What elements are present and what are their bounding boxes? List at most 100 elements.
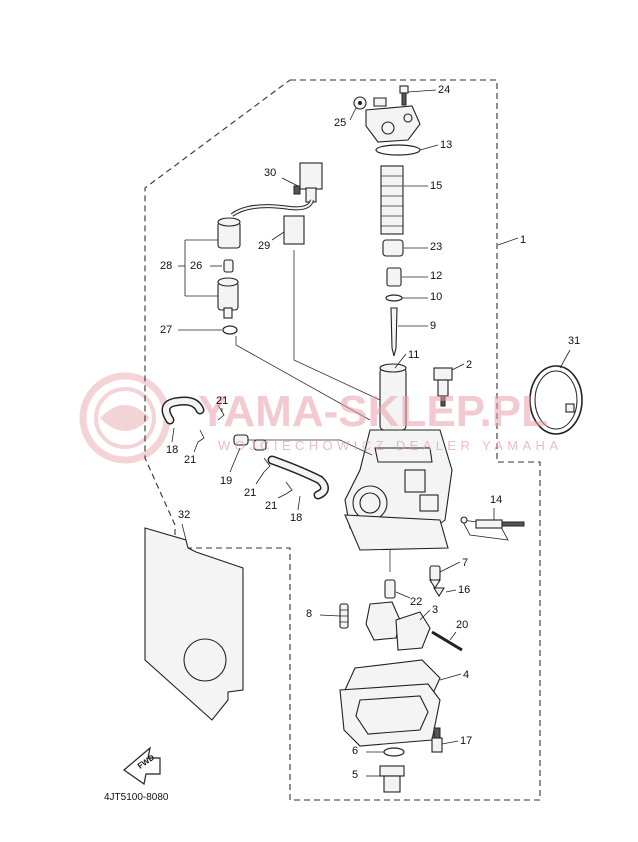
callout-13: 13: [440, 139, 452, 151]
part-22-jet: [384, 579, 396, 599]
part-11-slide: [379, 363, 407, 431]
watermark-logo: [79, 372, 171, 464]
leader-line-24: [407, 89, 437, 93]
leader-lines: [171, 89, 571, 777]
part-21-clip-d: [285, 481, 293, 495]
ghost-line-sensor: [293, 250, 381, 401]
leader-line-19: [229, 447, 241, 473]
callout-12: 12: [430, 270, 442, 282]
part-6-oring: [383, 747, 405, 757]
leader-line-20: [449, 631, 457, 641]
callout-32: 32: [178, 509, 190, 521]
callout-21: 21: [265, 500, 277, 512]
callout-7: 7: [462, 557, 468, 569]
callout-25: 25: [334, 117, 346, 129]
callout-18: 18: [166, 444, 178, 456]
leader-line-1: [497, 237, 519, 246]
part-5-plug: [379, 765, 405, 793]
part-16-washer: [433, 587, 445, 598]
part-32-filter-plate: [144, 527, 244, 721]
callout-2: 2: [466, 359, 472, 371]
callout-28: 28: [160, 260, 172, 272]
part-19-joint: [233, 434, 267, 451]
part-24-screw: [399, 85, 409, 106]
watermark-subtitle: WOJCIECHOWICZ DEALER YAMAHA: [218, 438, 558, 453]
callout-5: 5: [352, 769, 358, 781]
leader-line-30: [281, 177, 299, 187]
leader-line-2: [451, 363, 465, 371]
callout-20: 20: [456, 619, 468, 631]
callout-22: 22: [410, 596, 422, 608]
part-21-clip-c: [263, 457, 271, 473]
part-21-clip-b: [197, 429, 205, 443]
callout-18: 18: [290, 512, 302, 524]
callout-1: 1: [520, 234, 526, 246]
ghost-line-hoses: [240, 439, 373, 456]
part-20-pin: [431, 630, 463, 652]
watermark-title: YAMA-SKLEP.PL: [198, 387, 548, 436]
callout-30: 30: [264, 167, 276, 179]
callout-16: 16: [458, 584, 470, 596]
part-sensor-cap: [217, 217, 241, 249]
part-31-ring: [529, 365, 583, 435]
part-26-jet: [223, 259, 234, 273]
leader-line-17: [441, 740, 459, 745]
callout-labels: 1234567891011121314151617181819202121212…: [160, 84, 580, 781]
leader-line-4: [439, 673, 462, 681]
leader-line-25: [349, 107, 357, 121]
leader-line-3: [419, 609, 431, 621]
leader-line-7: [439, 561, 461, 573]
callout-9: 9: [430, 320, 436, 332]
part-top-cap: [365, 105, 421, 143]
carburetor-body: [344, 429, 453, 551]
part-2-screw: [433, 367, 453, 407]
part-14-screw-spring: [460, 516, 525, 541]
callout-21: 21: [216, 395, 228, 407]
ghost-line-27: [235, 336, 371, 421]
callout-23: 23: [430, 241, 442, 253]
callout-6: 6: [352, 745, 358, 757]
part-17-bolt: [431, 727, 443, 753]
part-12-clip-holder: [386, 267, 402, 287]
callout-26: 26: [190, 260, 202, 272]
leader-line-18: [297, 495, 301, 511]
callout-19: 19: [220, 475, 232, 487]
callout-11: 11: [408, 349, 419, 361]
assembly-dashed-outline: [144, 79, 541, 801]
leader-line-18: [171, 427, 175, 443]
leader-line-21: [255, 471, 265, 485]
part-27-oring: [222, 325, 238, 335]
part-18-hose-lower: [267, 455, 329, 500]
leader-line-31: [559, 349, 571, 369]
callout-24: 24: [438, 84, 450, 96]
callout-21: 21: [244, 487, 256, 499]
fwd-arrow-icon: FWD: [123, 746, 161, 786]
leader-line-22: [395, 591, 411, 599]
part-21-clip-a: [217, 404, 225, 421]
callout-8: 8: [306, 608, 312, 620]
part-8-screw: [339, 603, 349, 629]
callout-4: 4: [463, 669, 469, 681]
part-7-jet: [429, 565, 441, 590]
callout-14: 14: [490, 494, 502, 506]
part-float-bowl: [339, 683, 441, 747]
part-23-holder: [382, 239, 404, 257]
part-28-valve: [217, 277, 239, 319]
leader-line-21: [277, 493, 287, 499]
part-3-float: [365, 601, 431, 651]
part-18-hose-upper: [161, 396, 205, 425]
leader-line-8: [319, 614, 341, 617]
callout-31: 31: [568, 335, 580, 347]
leader-line-16: [445, 589, 457, 593]
leader-line-29: [271, 231, 285, 241]
callout-15: 15: [430, 180, 442, 192]
leader-line-11: [394, 353, 407, 369]
callout-10: 10: [430, 291, 442, 303]
callout-17: 17: [460, 735, 472, 747]
leader-line-21: [193, 441, 199, 453]
part-29-sensor-wire: [230, 199, 314, 245]
part-30-connector: [293, 162, 323, 203]
callout-21: 21: [184, 454, 196, 466]
part-13-gasket: [375, 144, 421, 156]
